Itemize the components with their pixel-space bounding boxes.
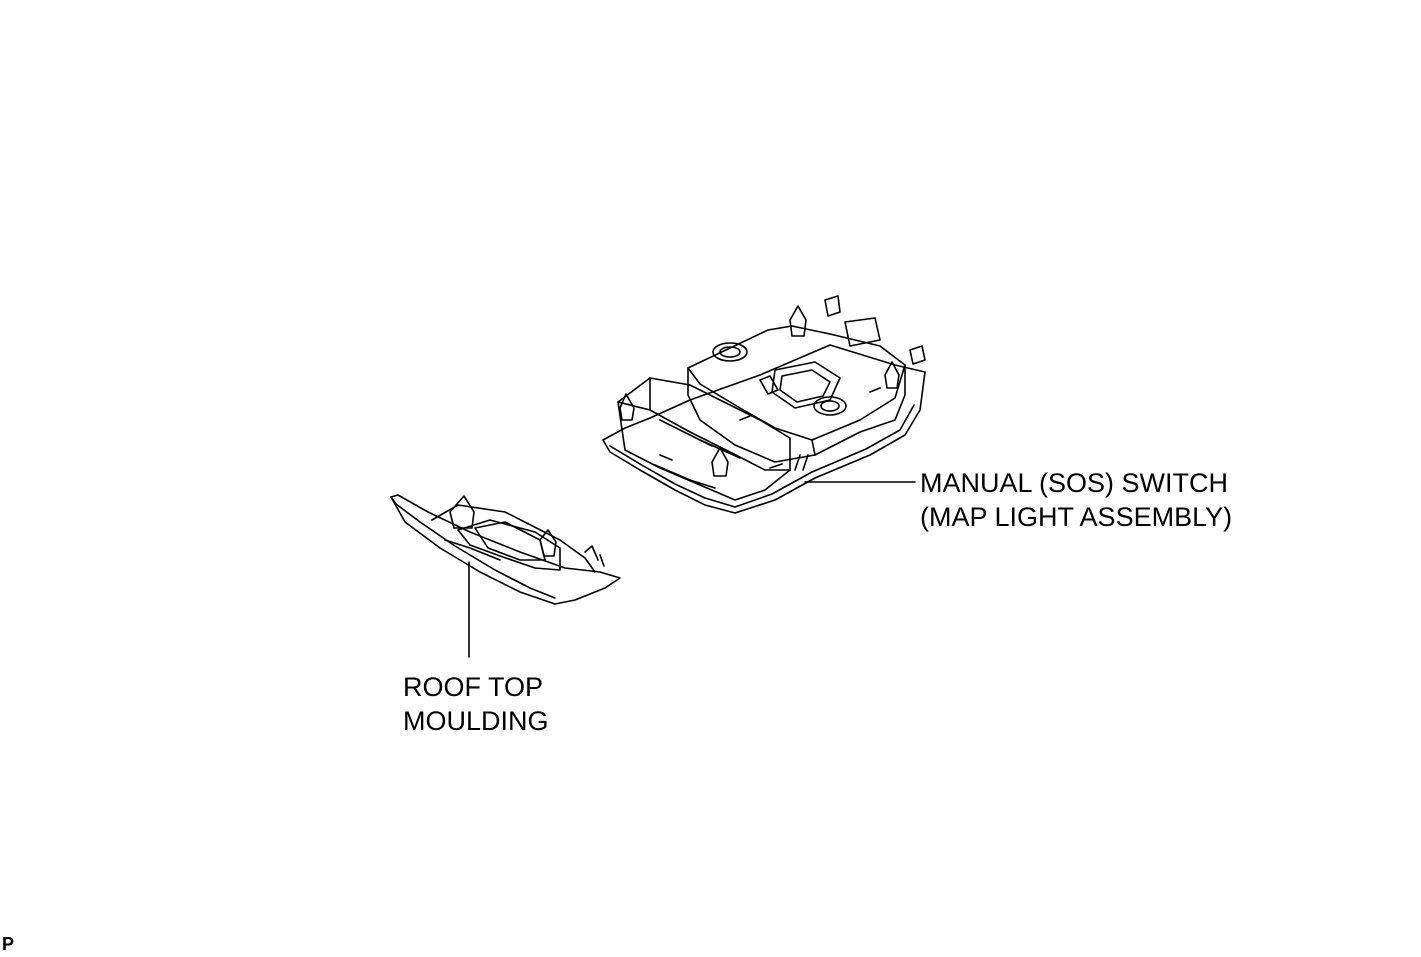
map-light-label: MANUAL (SOS) SWITCH (MAP LIGHT ASSEMBLY): [920, 466, 1232, 534]
corner-mark: P: [2, 934, 15, 954]
map-light-label-line1: MANUAL (SOS) SWITCH: [920, 468, 1229, 498]
roof-moulding-label-line1: ROOF TOP: [403, 672, 544, 702]
roof-moulding-label: ROOF TOP MOULDING: [403, 670, 549, 738]
map-light-label-line2: (MAP LIGHT ASSEMBLY): [920, 502, 1233, 532]
map-light-assembly: [602, 295, 926, 514]
roof-top-moulding: [390, 494, 621, 605]
roof-moulding-label-line2: MOULDING: [403, 706, 549, 736]
